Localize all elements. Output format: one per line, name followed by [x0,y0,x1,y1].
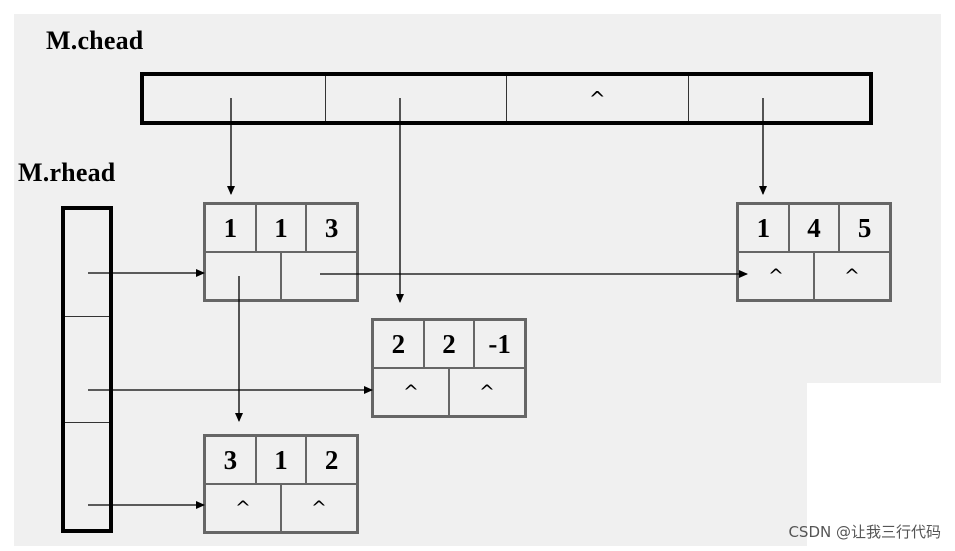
node-row-index: 1 [756,212,771,243]
node-value: 3 [305,205,356,251]
node-r1-c4: 1 4 5 ^ ^ [736,202,892,302]
node-right-pointer: ^ [280,485,356,531]
row-head-cell-1 [65,210,109,316]
node-value: 5 [838,205,889,251]
col-head-cell-3: ^ [506,76,688,121]
col-head-cell-4 [687,76,870,121]
node-col-index: 1 [254,437,306,483]
node-right-pointer: ^ [448,369,524,415]
row-head-vector [61,206,113,533]
background-notch [807,383,955,551]
node-value: -1 [473,321,524,367]
row-head-cell-3 [65,422,109,529]
row-head-cell-2 [65,315,109,423]
node-col-index: 1 [254,205,306,251]
node-down-pointer [206,253,280,299]
node-value: 2 [305,437,356,483]
column-head-vector: ^ [140,72,873,125]
node-r3-c1: 3 1 2 ^ ^ [203,434,359,534]
node-right-pointer [280,253,356,299]
col-head-cell-2 [324,76,507,121]
chead-title: M.chead [46,26,144,55]
rhead-title: M.rhead [18,158,116,187]
node-r1-c1: 1 1 3 [203,202,359,302]
node-col-index: 2 [422,321,474,367]
watermark: CSDN @让我三行代码 [788,523,941,541]
node-col-index: 4 [787,205,839,251]
node-r2-c2: 2 2 -1 ^ ^ [371,318,527,418]
diagram-background [14,14,941,546]
node-down-pointer: ^ [768,265,784,287]
node-row-index: 1 [223,212,238,243]
node-right-pointer: ^ [813,253,889,299]
node-down-pointer: ^ [235,497,251,519]
node-row-index: 2 [391,328,406,359]
col-head-cell-1 [144,76,325,121]
node-row-index: 3 [223,444,238,475]
node-down-pointer: ^ [403,381,419,403]
